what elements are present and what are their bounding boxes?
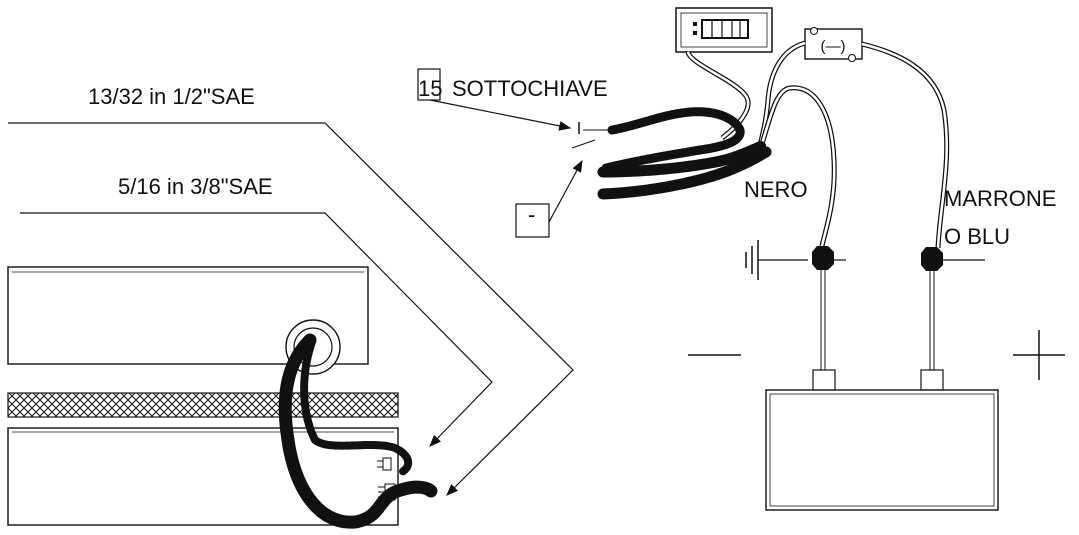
harness-upper [601,107,745,173]
fuse-symbol: (—) [821,38,846,55]
ground-symbol [745,240,808,280]
size-label-large: 13/32 in 1/2"SAE [88,84,255,109]
terminal-15-label: SOTTOCHIAVE [452,76,608,101]
display-module [675,7,773,53]
minus-box-label: - [528,202,535,227]
terminal-15-leader [429,99,612,134]
battery [765,369,999,511]
minus-leader [548,139,596,223]
positive-terminal-clamp [921,247,985,271]
battery-leads [820,270,935,370]
fuse-holder [804,27,863,62]
minus-box [515,203,550,238]
hatched-gasket [7,392,399,418]
negative-terminal-clamp [812,246,846,270]
brown-wire-label-line1: MARRONE [944,186,1056,211]
leader-line-small [20,212,493,447]
black-wire-label: NERO [744,177,808,202]
leader-line-large [8,122,574,496]
black-wire [757,85,837,247]
brown-wire-label-line2: O BLU [944,224,1010,249]
fuse-wire-right [861,41,950,249]
plus-sign [1013,330,1065,380]
terminal-15-box [417,68,441,101]
corrugated-cable-long [278,333,439,529]
terminal-15-number: 15 [418,76,442,101]
size-label-small: 5/16 in 3/8"SAE [118,174,273,199]
corrugated-cable-short [300,338,413,476]
connector-upper [377,457,392,471]
harness-lower [597,140,772,200]
